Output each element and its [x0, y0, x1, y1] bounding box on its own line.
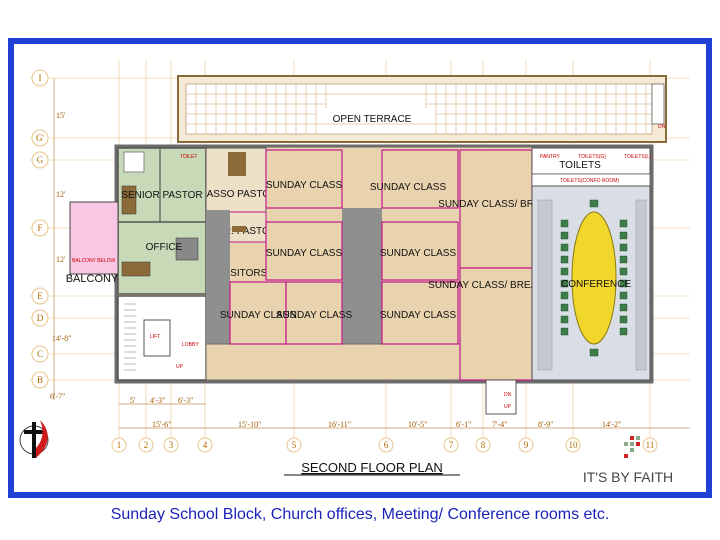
its-by-faith-logo: IT'S BY FAITH	[583, 436, 673, 485]
dimension-label: 7'-4"	[492, 420, 507, 429]
grid-col-label: 2	[144, 440, 149, 450]
grid-col-label: 11	[646, 440, 655, 450]
grid-column-markers: 1 2 3 4 5 6 7 8 9 10 11	[111, 437, 658, 453]
grid-col-label: 6	[384, 440, 389, 450]
lobby-label: LOBBY	[182, 342, 199, 348]
dn-label: DN	[658, 124, 666, 130]
grid-row-label: C	[37, 349, 43, 359]
room-sunday-class-4	[381, 221, 459, 281]
grid-col-label: 4	[203, 440, 208, 450]
room-label-conference: CONFERENCE	[561, 279, 631, 290]
page-caption: Sunday School Block, Church offices, Mee…	[110, 506, 610, 523]
terrace-tiles	[186, 84, 652, 134]
dimension-label: 4'-3"	[150, 396, 165, 405]
corridor	[206, 210, 230, 344]
room-sunday-class-6	[285, 281, 343, 345]
room-label-open-terrace: OPEN TERRACE	[333, 114, 412, 125]
toilet-label: TOILET	[180, 154, 197, 160]
toilets-block	[531, 147, 651, 175]
conference-chairs	[560, 199, 628, 357]
grid-row-label: F	[37, 223, 42, 233]
toilets-conf-label: TOILETS(CONFO ROOM)	[560, 178, 619, 184]
room-label-break-out: SUNDAY CLASS/ BREAK OUT	[438, 199, 578, 210]
room-sunday-class-2	[381, 149, 459, 209]
conference-table	[571, 211, 617, 345]
dimension-label: 6'-3"	[178, 396, 193, 405]
room-label: SUNDAY CLASS	[370, 182, 447, 193]
logo-text: IT'S BY FAITH	[583, 469, 673, 485]
dimension-label: 15'-6"	[152, 420, 171, 429]
room-label: SUNDAY CLASS	[266, 180, 343, 191]
grid-row-label: B	[37, 375, 43, 385]
balcony-note: BALCONY BELOW	[72, 258, 116, 264]
dn-label: DN	[504, 392, 512, 398]
room-sunday-class-5	[229, 281, 287, 345]
room-label: SUNDAY CLASS	[220, 310, 297, 321]
grid-row-label: D	[37, 313, 44, 323]
dimension-label: 14'-2"	[602, 420, 621, 429]
grid-col-label: 10	[569, 440, 579, 450]
dimension-label: 15'-10"	[238, 420, 261, 429]
dimension-label: 12'	[56, 190, 66, 199]
room-label-senior-pastor: SENIOR PASTOR	[121, 190, 202, 201]
dimension-label: 10'-5"	[408, 420, 427, 429]
room-label-office: OFFICE	[146, 242, 183, 253]
toilet-fixture	[123, 151, 145, 173]
toilets-l-label: TOILETS(L)	[624, 154, 651, 160]
grid-col-label: 3	[169, 440, 174, 450]
up-label: UP	[504, 404, 512, 410]
grid-col-label: 8	[481, 440, 486, 450]
church-cross-icon	[19, 420, 49, 458]
dimension-label: 6'-1"	[456, 420, 471, 429]
balcony	[69, 201, 119, 275]
grid-col-label: 5	[292, 440, 297, 450]
room-label: SUNDAY CLASS	[266, 248, 343, 259]
grid-row-label: G	[37, 155, 44, 165]
room-label-break-out: SUNDAY CLASS/ BREAK OUT	[428, 280, 568, 291]
room-break-out-1	[459, 149, 533, 269]
toilets-g-label: TOILETS(G)	[578, 154, 606, 160]
stair	[485, 379, 517, 415]
pantry-label: PANTRY	[540, 154, 560, 160]
bottom-dimensions: 5' 4'-3" 6'-3" 15'-6" 15'-10" 16'-11" 10…	[119, 396, 690, 429]
grid-col-label: 1	[117, 440, 122, 450]
room-label: SUNDAY CLASS	[380, 310, 457, 321]
dimension-label: 5'	[130, 396, 136, 405]
grid-row-label: I	[39, 73, 42, 83]
grid-row-label: E	[37, 291, 43, 301]
room-sunday-class-3	[265, 221, 343, 281]
room-label-toilets: TOILETS	[559, 160, 601, 171]
room-label-asso-pastor: ASSO PASTOR	[207, 189, 278, 200]
grid-row-markers: I G' G F E D C B	[31, 69, 49, 389]
room-sunday-class-1	[265, 149, 343, 209]
left-dimensions: 15' 12' 12' 14'-8" 6'-7"	[50, 78, 71, 401]
room-sunday-class-7	[381, 281, 459, 345]
room-break-out-2	[459, 267, 533, 381]
plan-title: SECOND FLOOR PLAN	[301, 460, 443, 475]
grid-col-label: 7	[449, 440, 454, 450]
room-label-visitors: VISITORS	[221, 268, 268, 279]
desk	[121, 185, 137, 215]
room-label-balcony: BALCONY	[66, 273, 119, 285]
lift-label: LIFT	[150, 334, 160, 340]
dimension-label: 15'	[56, 111, 66, 120]
room-label: SUNDAY CLASS	[380, 248, 457, 259]
open-terrace-area: OPEN TERRACE	[177, 75, 667, 143]
dimension-label: 6'-7"	[50, 392, 65, 401]
grid-row-label: G'	[36, 133, 44, 143]
grid-col-label: 9	[524, 440, 529, 450]
room-label: SUNDAY CLASS	[276, 310, 353, 321]
dimension-label: 14'-8"	[52, 334, 71, 343]
dimension-label: 8'-9"	[538, 420, 553, 429]
corridor	[342, 208, 382, 346]
room-label-jr-pastor: JR. PASTOR	[219, 226, 277, 237]
dimension-label: 16'-11"	[328, 420, 351, 429]
dimension-label: 12'	[56, 255, 66, 264]
up-label: UP	[176, 364, 184, 370]
